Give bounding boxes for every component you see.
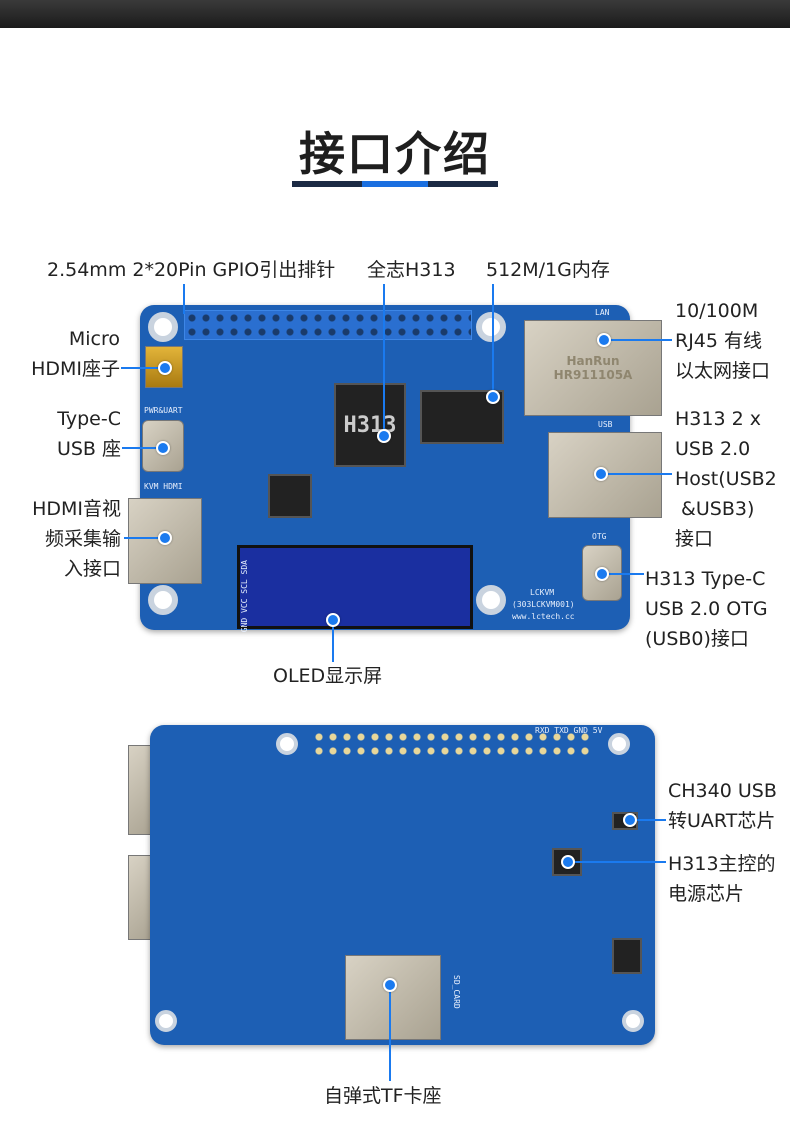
callout-dot-hdmi-capture xyxy=(158,531,172,545)
flash-chip xyxy=(612,938,642,974)
label-tf: 自弹式TF卡座 xyxy=(324,1085,442,1107)
callout-dot-power-chip xyxy=(561,855,575,869)
silk-usb: USB xyxy=(598,420,613,429)
silk-model: (303LCKVM001) xyxy=(512,600,575,609)
oled-display xyxy=(237,545,473,629)
callout-dot-usb-host xyxy=(594,467,608,481)
oled-pins-label: GND VCC SCL SDA xyxy=(240,560,249,633)
callout-dot-ram xyxy=(486,390,500,404)
silk-kvm: KVM HDMI xyxy=(144,482,183,491)
callout-line-rj45 xyxy=(604,339,672,341)
soc-chip: H313 xyxy=(334,383,406,467)
mount-hole xyxy=(622,1010,644,1032)
mount-hole xyxy=(476,585,506,615)
callout-line-micro-hdmi xyxy=(121,367,165,369)
callout-line-tf xyxy=(389,985,391,1081)
callout-line-ch340 xyxy=(630,819,666,821)
gpio-pads xyxy=(312,730,594,758)
callout-dot-typec xyxy=(156,441,170,455)
silk-sd: SD_CARD xyxy=(452,975,461,1009)
callout-line-power-chip xyxy=(568,861,666,863)
mount-hole xyxy=(155,1010,177,1032)
callout-dot-rj45 xyxy=(597,333,611,347)
silk-pins: RXD TXD GND 5V xyxy=(535,726,603,735)
silk-otg: OTG xyxy=(592,532,607,541)
top-banner xyxy=(0,0,790,28)
label-power-chip: H313主控的电源芯片 xyxy=(668,853,776,905)
silk-lan: LAN xyxy=(595,308,610,317)
tf-card-slot xyxy=(345,955,441,1040)
callout-line-usb-host xyxy=(601,473,672,475)
callout-dot-ch340 xyxy=(623,813,637,827)
gpio-header xyxy=(184,310,472,340)
page-title: 接口介绍 xyxy=(299,127,491,181)
title-underline xyxy=(292,181,498,187)
callout-dot-oled xyxy=(326,613,340,627)
callout-dot-micro-hdmi xyxy=(158,361,172,375)
silk-url: www.lctech.cc xyxy=(512,612,575,621)
mount-hole xyxy=(148,585,178,615)
silk-board: LCKVM xyxy=(530,588,555,597)
callout-line-otg xyxy=(602,573,644,575)
aux-chip xyxy=(268,474,312,518)
mount-hole xyxy=(276,733,298,755)
mount-hole xyxy=(608,733,630,755)
mount-hole xyxy=(148,312,178,342)
callout-dot-otg xyxy=(595,567,609,581)
callout-line-soc xyxy=(383,284,385,436)
callout-line-ram xyxy=(492,284,494,397)
callout-line-oled xyxy=(332,620,334,662)
label-soc: 全志H313 xyxy=(367,259,456,281)
label-hdmi-capture: HDMI音视频采集输入接口 xyxy=(32,498,121,580)
silk-pwr: PWR&UART xyxy=(144,406,183,415)
callout-line-gpio xyxy=(183,284,185,314)
label-gpio: 2.54mm 2*20Pin GPIO引出排针 xyxy=(47,259,336,281)
mount-hole xyxy=(476,312,506,342)
callout-line-typec xyxy=(122,447,163,449)
callout-dot-soc xyxy=(377,429,391,443)
label-oled: OLED显示屏 xyxy=(273,665,383,687)
callout-line-hdmi-capture xyxy=(124,537,165,539)
label-ram: 512M/1G内存 xyxy=(486,259,610,281)
callout-dot-tf xyxy=(383,978,397,992)
